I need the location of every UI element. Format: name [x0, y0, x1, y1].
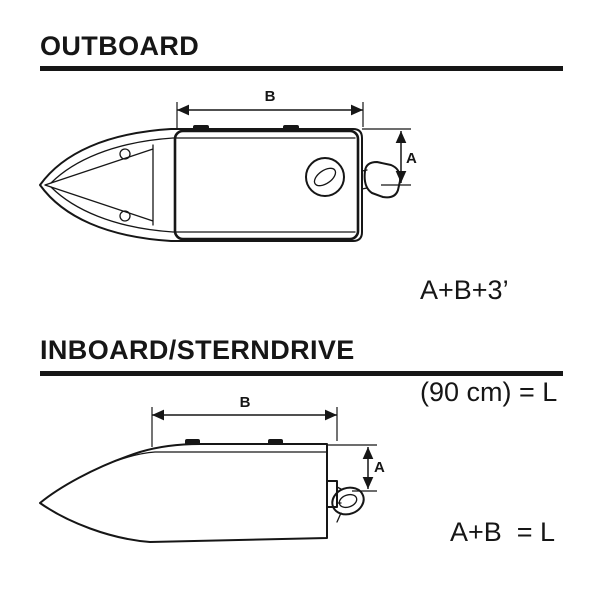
outboard-bow-details [44, 144, 154, 226]
cleat-icon [193, 125, 209, 132]
outboard-divider [40, 66, 563, 71]
inboard-hull [39, 439, 328, 543]
inboard-section-title: INBOARD/STERNDRIVE [40, 335, 355, 365]
outboard-boat-diagram: B A [39, 88, 417, 242]
inboard-dimension-a: A [327, 444, 385, 492]
bow-fitting-icon [119, 148, 131, 160]
outboard-dimension-a: A [362, 128, 417, 186]
inboard-dim-b-label: B [240, 395, 251, 411]
inboard-dim-a-label: A [374, 459, 385, 476]
outboard-dim-a-label: A [406, 150, 417, 167]
cleat-icon [268, 439, 283, 445]
inboard-boat-diagram: B A [39, 395, 385, 543]
outboard-formula: A+B+3’ (90 cm) = L [420, 205, 557, 477]
outboard-section-title: OUTBOARD [40, 31, 200, 61]
bow-fitting-icon [119, 210, 131, 222]
outboard-hull [39, 128, 363, 242]
outboard-formula-line1: A+B+3’ [420, 275, 509, 305]
cleat-icon [283, 125, 299, 132]
outboard-dim-b-label: B [265, 88, 276, 105]
outboard-motor [305, 157, 402, 199]
inboard-formula: A+B = L [450, 517, 556, 547]
outboard-dimension-b: B [176, 88, 364, 129]
sterndrive-unit [326, 480, 365, 523]
inboard-divider [40, 371, 563, 376]
outboard-cockpit [173, 125, 360, 241]
outboard-formula-line2: (90 cm) = L [420, 377, 558, 407]
cleat-icon [185, 439, 200, 445]
inboard-dimension-b: B [151, 395, 338, 447]
